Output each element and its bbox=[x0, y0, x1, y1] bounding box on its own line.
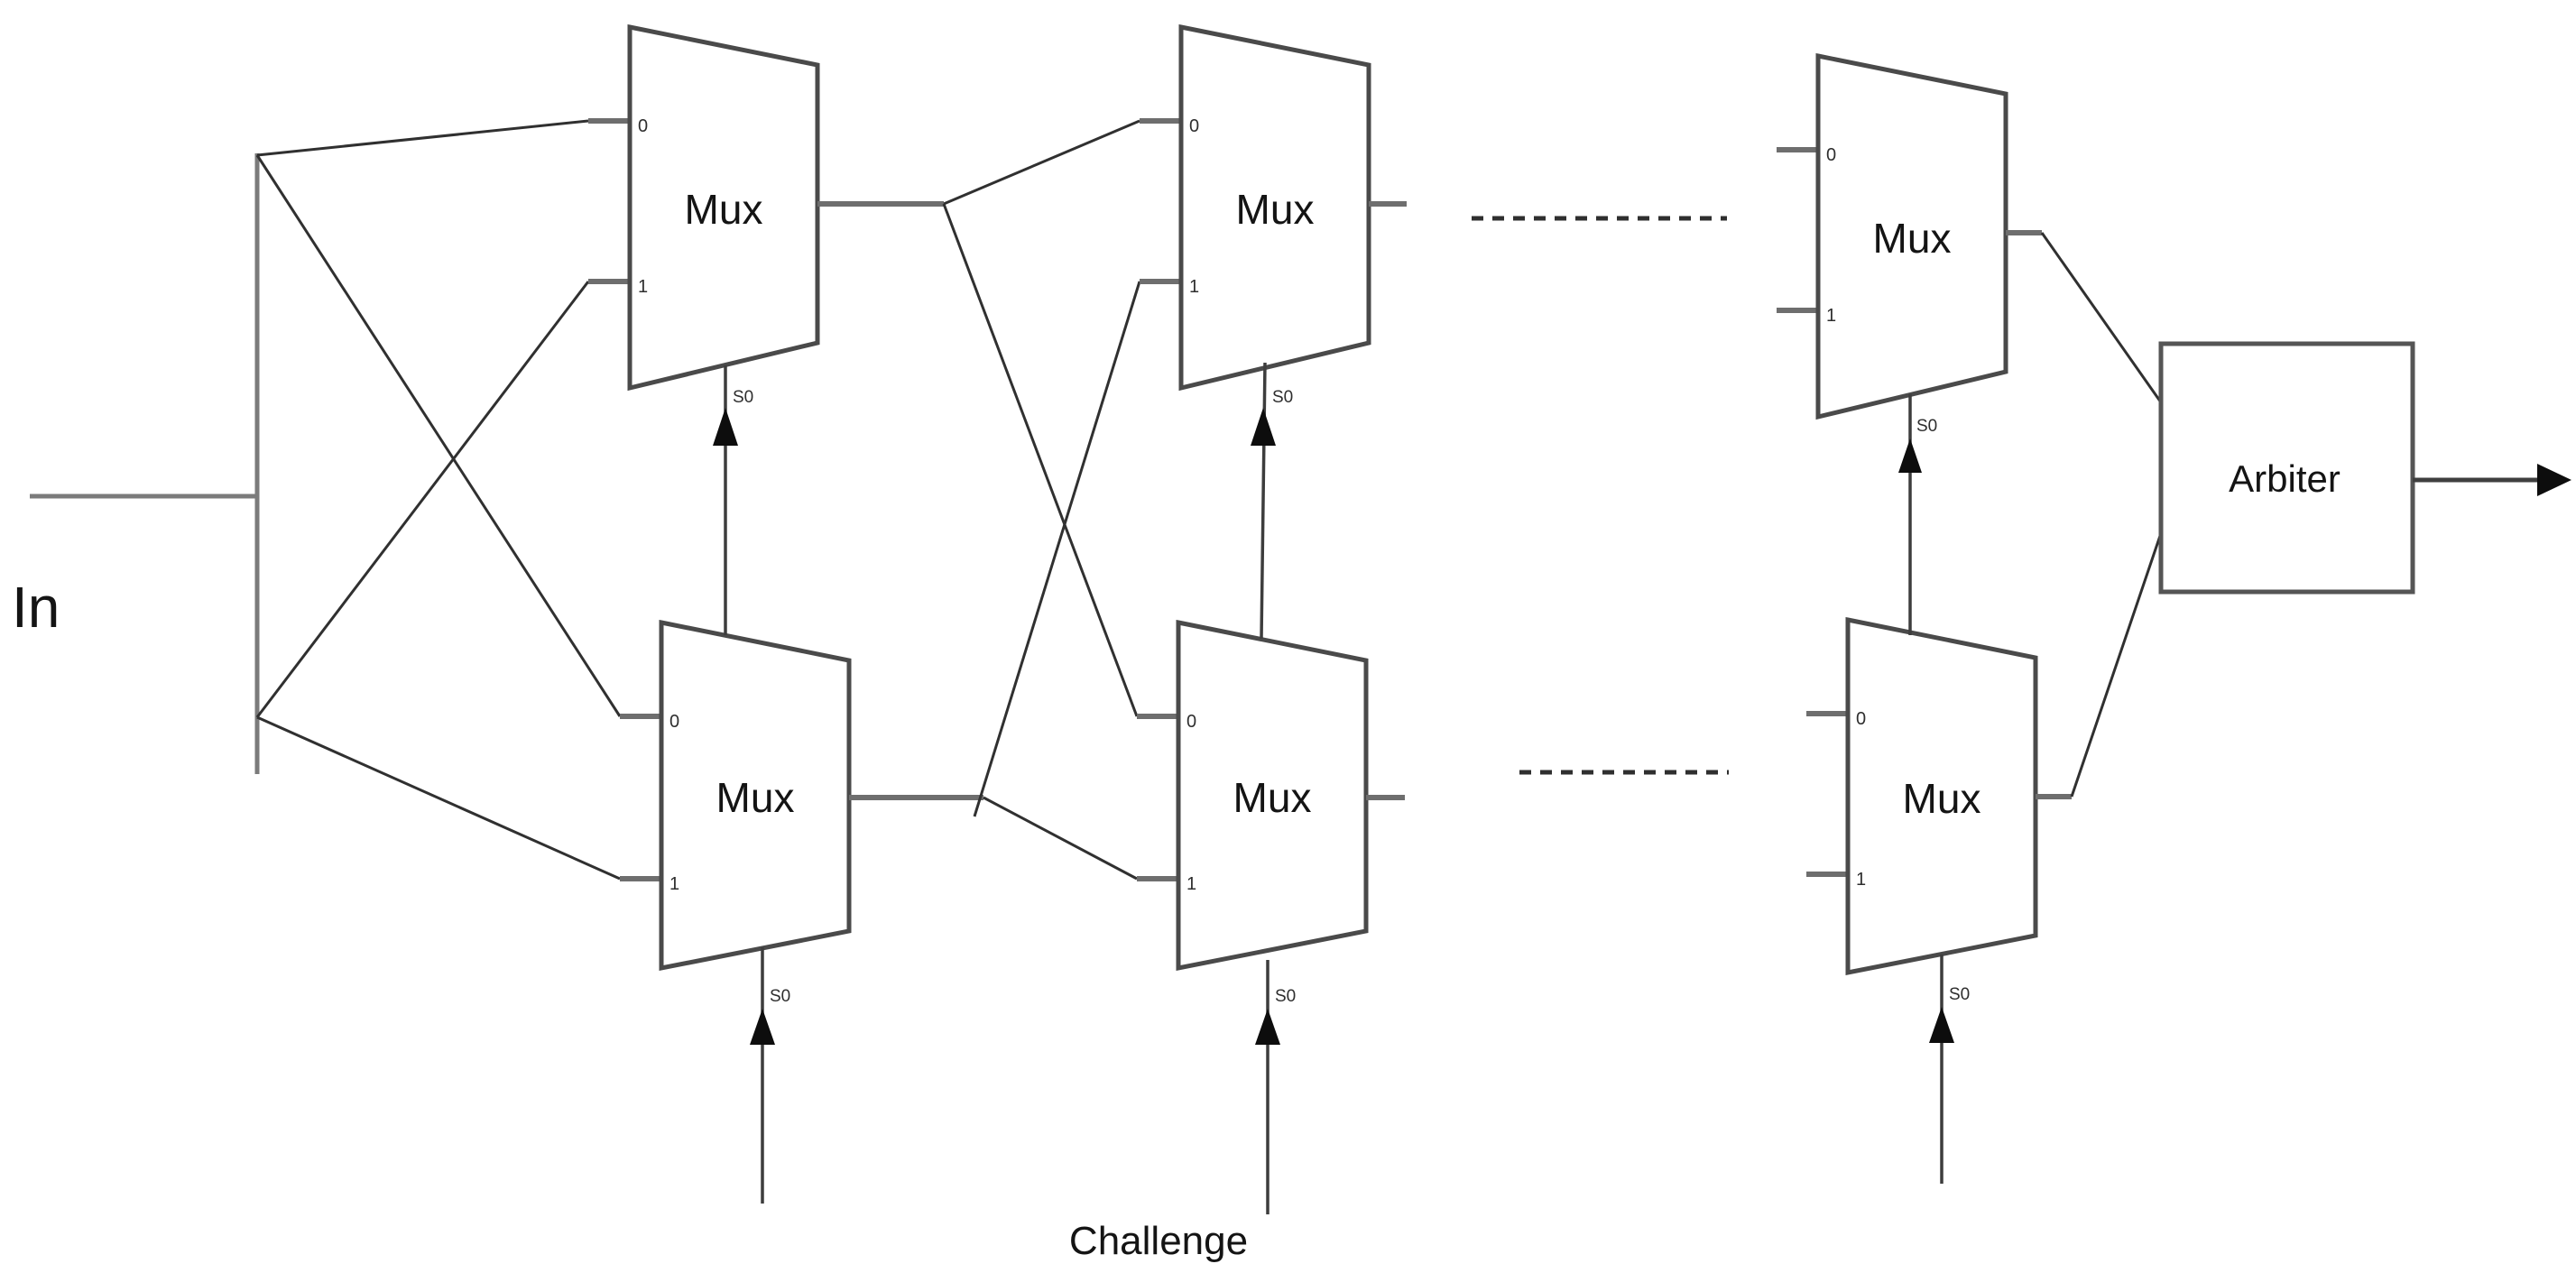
mux-input0-label: 0 bbox=[638, 116, 648, 136]
input-fanout: In bbox=[12, 119, 622, 881]
fan-wire-top-cross bbox=[255, 154, 622, 717]
mux-stage2-top: 0 1 Mux bbox=[1140, 23, 1407, 392]
mux-shape bbox=[659, 619, 852, 972]
select-label: S0 bbox=[1272, 388, 1293, 407]
select-stage2-bottom: S0 bbox=[1255, 960, 1296, 1214]
arbiter-label: Arbiter bbox=[2229, 457, 2341, 500]
wire-top-to-bottom0-cross bbox=[942, 203, 1139, 717]
mux-label: Mux bbox=[1873, 215, 1952, 262]
select-stage2-top: S0 bbox=[1251, 362, 1293, 640]
wire-top-to-arbiter bbox=[2040, 232, 2163, 403]
mux-shape bbox=[1178, 23, 1371, 392]
wire-top-to-top0 bbox=[943, 119, 1140, 206]
mux-input0-label: 0 bbox=[1856, 709, 1866, 729]
mux-stagen-bottom: 0 1 Mux bbox=[1806, 616, 2072, 976]
wire-bottom-to-top1-cross bbox=[973, 281, 1141, 817]
in-label: In bbox=[12, 575, 60, 640]
fan-wire-bottom-straight bbox=[256, 715, 621, 881]
up-arrowhead-icon bbox=[1929, 1007, 1954, 1043]
mux-input1-label: 1 bbox=[669, 874, 679, 894]
select-label: S0 bbox=[1949, 985, 1970, 1004]
mux-stage1-top: 0 1 Mux bbox=[588, 23, 820, 392]
up-arrowhead-icon bbox=[750, 1009, 775, 1045]
up-arrowhead-icon bbox=[713, 408, 738, 446]
mux-label: Mux bbox=[716, 774, 795, 821]
mux-input0-label: 0 bbox=[1186, 712, 1196, 732]
mux-input1-label: 1 bbox=[1826, 306, 1836, 326]
select-label: S0 bbox=[733, 388, 753, 407]
select-stage1-bottom: S0 bbox=[750, 947, 790, 1204]
mux-shape bbox=[627, 23, 820, 392]
mux-input1-label: 1 bbox=[638, 277, 648, 297]
mux-label: Mux bbox=[1903, 775, 1981, 822]
wire-bottom-to-bottom1 bbox=[983, 796, 1138, 881]
wire-bottom-to-arbiter bbox=[2070, 532, 2163, 798]
select-label: S0 bbox=[1275, 987, 1296, 1006]
fan-wire-bottom-cross bbox=[255, 281, 590, 718]
mux-input0-label: 0 bbox=[669, 712, 679, 732]
mux-input0-label: 0 bbox=[1189, 116, 1199, 136]
arbiter-block: Arbiter bbox=[2040, 232, 2571, 798]
select-label: S0 bbox=[770, 987, 790, 1006]
up-arrowhead-icon bbox=[1898, 438, 1922, 473]
select-stagen-bottom: S0 bbox=[1929, 955, 1970, 1184]
mux-label: Mux bbox=[1233, 774, 1312, 821]
mux-label: Mux bbox=[685, 186, 763, 233]
mux-input0-label: 0 bbox=[1826, 145, 1836, 165]
arbiter-box bbox=[2158, 341, 2415, 595]
right-arrowhead-icon bbox=[2537, 464, 2571, 496]
mux-input1-label: 1 bbox=[1189, 277, 1199, 297]
select-wire bbox=[1260, 362, 1267, 640]
select-stagen-top: S0 bbox=[1898, 394, 1937, 635]
mux-stagen-top: 0 1 Mux bbox=[1777, 52, 2042, 420]
fan-wire-top-straight bbox=[256, 119, 589, 157]
mux-shape bbox=[1176, 619, 1369, 972]
select-stage1-top: S0 bbox=[713, 365, 753, 635]
up-arrowhead-icon bbox=[1255, 1009, 1280, 1045]
mux-shape bbox=[1815, 52, 2008, 420]
mux-input1-label: 1 bbox=[1856, 870, 1866, 890]
mux-label: Mux bbox=[1236, 186, 1315, 233]
mux-shape bbox=[1845, 616, 2038, 976]
mux-stage1-bottom: 0 1 Mux bbox=[620, 619, 852, 972]
up-arrowhead-icon bbox=[1251, 408, 1276, 446]
select-label: S0 bbox=[1916, 417, 1937, 436]
stage1-stage2-wiring bbox=[817, 119, 1141, 881]
challenge-label: Challenge bbox=[1069, 1219, 1248, 1263]
mux-stage2-bottom: 0 1 Mux bbox=[1137, 619, 1405, 972]
mux-input1-label: 1 bbox=[1186, 874, 1196, 894]
